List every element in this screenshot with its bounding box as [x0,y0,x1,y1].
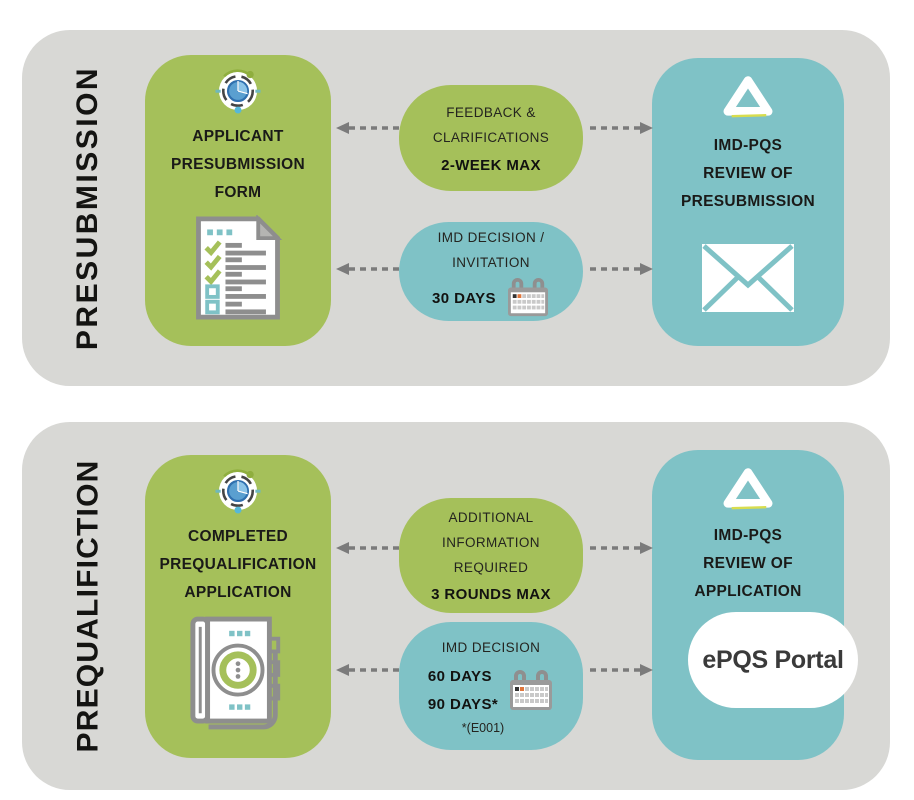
bubble-line: ADDITIONAL [448,510,534,525]
additional-information-bubble: ADDITIONAL INFORMATION REQUIRED 3 ROUNDS… [399,498,583,613]
bubble-duration: 90 DAYS* [427,696,499,713]
card-title-line: FORM [214,184,262,201]
review-card-title: IMD-PQS REVIEW OF PRESUBMISSION [681,132,815,216]
card-title-line: IMD-PQS [713,137,783,154]
calendar-icon [510,670,553,710]
gauge-icon [215,469,261,514]
prequalification-section-label: PREQUALIFICTION [71,459,104,753]
arrow-right-icon [590,542,653,554]
arrow-right-icon [590,263,653,275]
prequalification-label-wrap: PREQUALIFICTION [34,422,142,790]
imd-decision-invitation-bubble: IMD DECISION / INVITATION 30 DAYS [399,222,583,321]
bubble-line: REQUIRED [453,560,529,575]
imd-decision-bubble: IMD DECISION 60 DAYS 90 DAYS* [399,622,583,750]
applicant-card-title: APPLICANT PRESUBMISSION FORM [171,123,305,207]
arrow-right-icon [590,122,653,134]
feedback-clarifications-bubble: FEEDBACK & CLARIFICATIONS 2-WEEK MAX [399,85,583,191]
card-title-line: APPLICANT [192,128,284,145]
application-book-icon [190,616,281,730]
presubmission-label-wrap: PRESUBMISSION [34,30,142,386]
calendar-icon [507,278,548,317]
card-title-line: COMPLETED [187,528,288,545]
arrow-left-icon [336,664,399,676]
bubble-duration: 3 ROUNDS MAX [431,586,551,603]
card-title-line: REVIEW OF [703,555,793,572]
card-title-line: PREQUALIFICATION [159,556,317,573]
bubble-duration: 30 DAYS [432,289,496,307]
bubble-duration: 2-WEEK MAX [441,156,541,174]
epqs-portal-badge: ePQS Portal [688,612,858,708]
imd-pqs-review-presubmission-card: IMD-PQS REVIEW OF PRESUBMISSION [652,58,844,346]
checklist-icon [196,215,283,320]
bubble-line: IMD DECISION [441,640,541,655]
card-title-line: PRESUBMISSION [171,156,305,173]
prequalification-section: PREQUALIFICTION COMPLETED PREQUALIFICATI… [22,422,890,790]
arrow-right-icon [590,664,653,676]
bubble-line: CLARIFICATIONS [432,129,550,145]
arrow-left-icon [336,122,399,134]
pqs-ribbon-logo-icon [723,76,773,118]
card-title-line: PRESUBMISSION [681,193,815,210]
completed-prequalification-card: COMPLETED PREQUALIFICATION APPLICATION [145,455,331,758]
presubmission-section: PRESUBMISSION APPLICANT PRESUBMISSION FO [22,30,890,386]
card-title-line: REVIEW OF [703,165,793,182]
envelope-icon [702,244,794,312]
gauge-icon [215,69,261,114]
card-title-line: APPLICATION [694,583,802,600]
card-title-line: IMD-PQS [713,527,783,544]
bubble-line: INFORMATION [442,535,540,550]
imd-pqs-review-application-card: IMD-PQS REVIEW OF APPLICATION ePQS Porta… [652,450,858,760]
applicant-presubmission-card: APPLICANT PRESUBMISSION FORM [145,55,331,346]
decision-footnote: *(E001) [461,721,505,735]
completed-card-title: COMPLETED PREQUALIFICATION APPLICATION [160,523,317,607]
pqs-ribbon-logo-icon [723,468,773,510]
bubble-line: IMD DECISION / [437,230,545,245]
presubmission-section-label: PRESUBMISSION [71,65,104,351]
arrow-left-icon [336,542,399,554]
arrow-left-icon [336,263,399,275]
bubble-duration: 60 DAYS [427,668,492,685]
bubble-line: FEEDBACK & [446,104,536,120]
review-application-title: IMD-PQS REVIEW OF APPLICATION [694,522,801,606]
card-title-line: APPLICATION [184,584,292,601]
bubble-line: INVITATION [452,255,530,270]
